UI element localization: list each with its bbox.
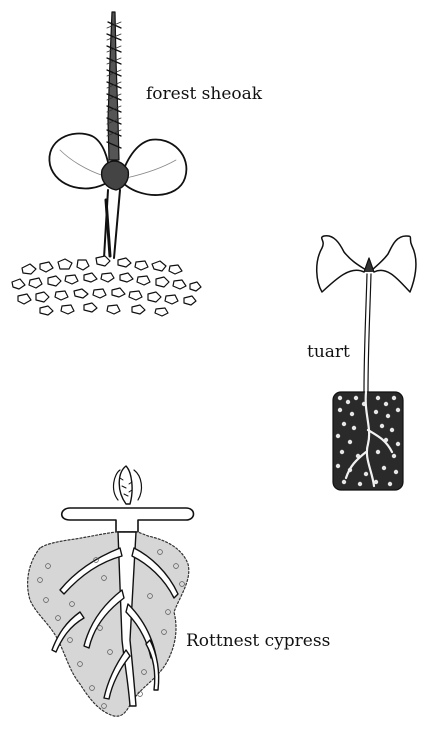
forest-sheoak-gravel: [12, 256, 201, 316]
forest-sheoak-shoot: [107, 12, 121, 160]
rottnest-cypress-label: Rottnest cypress: [186, 633, 330, 650]
tuart-seedling: [317, 236, 416, 490]
tuart-label: tuart: [307, 344, 350, 361]
rottnest-cypress-seedling: [28, 466, 194, 716]
rottnest-cypress-cotyledons: [62, 508, 194, 532]
forest-sheoak-label: forest sheoak: [146, 86, 262, 103]
forest-sheoak-seedling: [12, 12, 201, 316]
tuart-soil-plug: [333, 392, 403, 490]
tuart-stem: [364, 274, 371, 392]
rottnest-cypress-bud: [114, 466, 142, 504]
